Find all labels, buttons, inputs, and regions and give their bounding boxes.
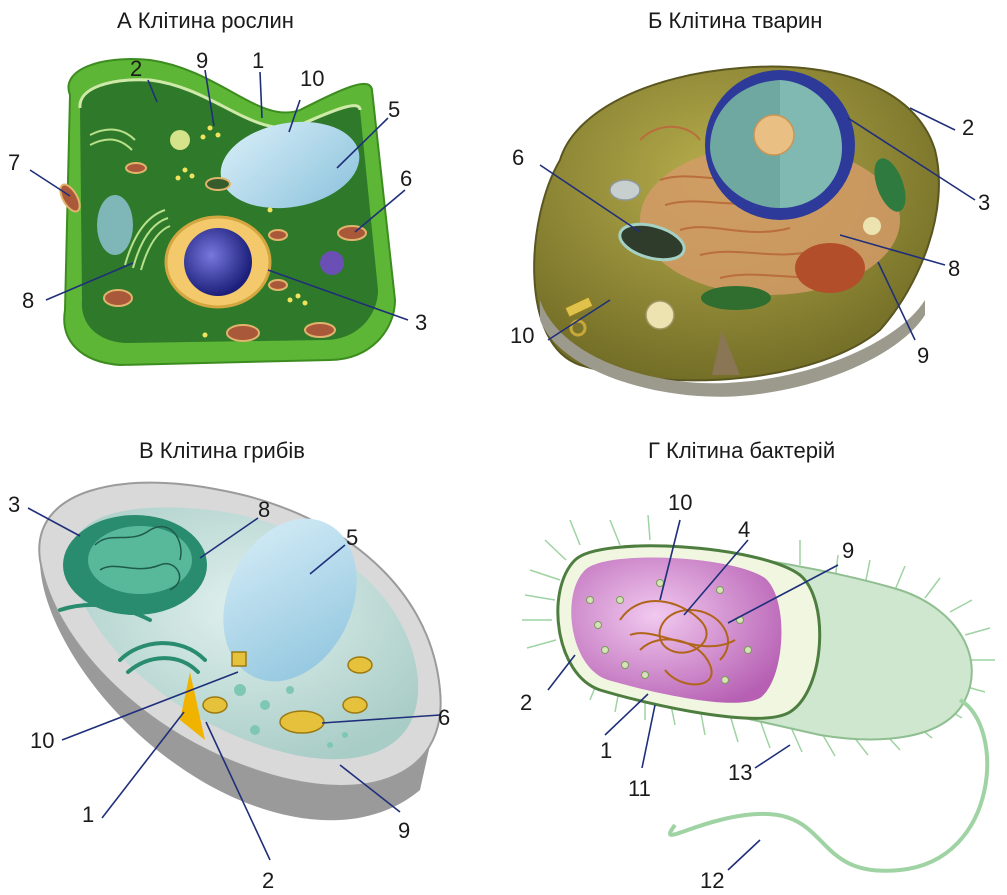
animal-cell: 6 2 3 8 10 9 (510, 67, 990, 397)
bacteria-cell: 10 4 9 2 1 11 13 12 (520, 490, 995, 893)
label: 6 (400, 166, 412, 191)
animal-nucleolus (754, 115, 794, 155)
label: 5 (388, 97, 400, 122)
label: 3 (415, 310, 427, 335)
label: 7 (8, 150, 20, 175)
label: 1 (82, 802, 94, 827)
label: 1 (252, 48, 264, 73)
label: 9 (842, 538, 854, 563)
animal-vesicle-2 (863, 217, 881, 235)
plant-cell: 2 9 1 10 5 7 6 8 3 (8, 48, 427, 365)
label: 11 (628, 776, 651, 801)
label: 2 (962, 115, 974, 140)
label: 13 (728, 760, 752, 785)
label: 3 (978, 190, 990, 215)
label: 2 (520, 690, 532, 715)
animal-vesicle (646, 301, 674, 329)
plant-vacuole-small (320, 251, 344, 275)
label: 9 (917, 343, 929, 368)
label: 9 (398, 818, 410, 843)
label: 1 (600, 738, 612, 763)
plant-vacuole-small-2 (97, 195, 133, 255)
plant-vesicle (170, 130, 190, 150)
animal-golgi (795, 243, 865, 293)
label: 3 (8, 492, 20, 517)
label: 10 (300, 66, 324, 91)
label: 6 (512, 145, 524, 170)
label: 2 (262, 868, 274, 893)
label: 8 (22, 288, 34, 313)
label: 10 (668, 490, 692, 515)
label: 8 (258, 497, 270, 522)
label: 2 (130, 56, 142, 81)
label: 9 (196, 48, 208, 73)
label: 6 (438, 705, 450, 730)
label: 12 (700, 868, 724, 893)
fungus-cell: 3 8 5 10 6 1 2 9 (8, 483, 450, 893)
label: 10 (510, 323, 534, 348)
animal-green-organelle (701, 286, 771, 310)
label: 10 (30, 728, 54, 753)
animal-lysosome (610, 180, 640, 200)
label: 5 (346, 525, 358, 550)
plant-nucleus (184, 228, 252, 296)
label: 8 (948, 256, 960, 281)
label: 4 (738, 517, 750, 542)
